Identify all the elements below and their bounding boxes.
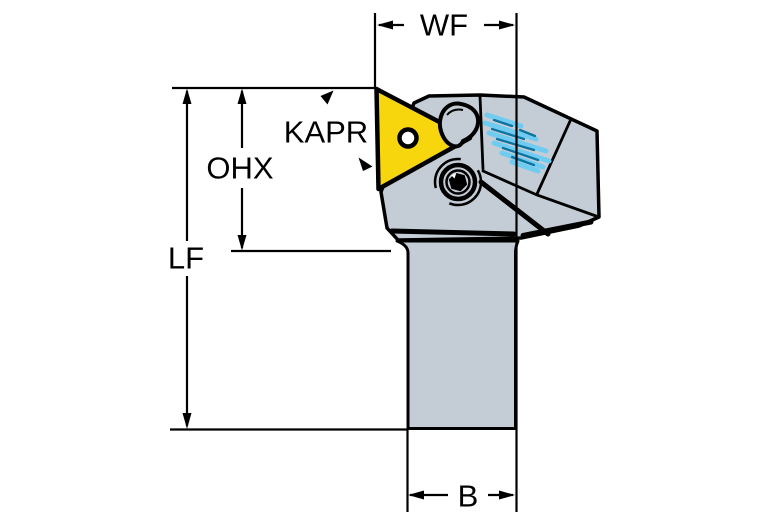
b-arrow-right	[499, 490, 515, 500]
dimension-lf: LF	[168, 88, 204, 429]
ohx-arrow-down	[237, 235, 247, 251]
reference-lines	[170, 13, 518, 512]
kapr-pointer-lower	[358, 157, 373, 171]
insert-clamp	[437, 101, 481, 149]
dimension-b: B	[408, 479, 515, 514]
ohx-label: OHX	[206, 151, 274, 186]
right-facet-line	[535, 117, 573, 196]
kapr-pointer-upper	[320, 90, 334, 105]
screw-socket-rim	[445, 169, 471, 195]
dimension-wf: WF	[377, 8, 515, 43]
screw-counterbore	[433, 157, 483, 207]
clamp-shape	[437, 101, 481, 149]
wf-label: WF	[420, 8, 468, 43]
ohx-arrow-up	[237, 88, 247, 104]
clamp-edge-line	[478, 94, 485, 171]
shelf-line	[481, 169, 598, 218]
shank-shape	[395, 239, 520, 430]
cutting-insert	[374, 86, 473, 192]
chamfer-line	[478, 179, 551, 237]
dimension-ohx: OHX	[206, 88, 274, 251]
wf-arrow-left	[377, 20, 393, 30]
lf-arrow-down	[182, 413, 192, 429]
b-label: B	[458, 479, 479, 514]
hex-socket-highlight	[451, 172, 457, 179]
tool-shank	[395, 239, 520, 430]
bottom-edge-line	[389, 228, 517, 237]
b-arrow-left	[408, 490, 424, 500]
insert-hole	[397, 127, 419, 149]
wf-arrow-right	[499, 20, 515, 30]
lf-arrow-up	[182, 88, 192, 104]
lf-label: LF	[168, 241, 204, 276]
clamp-screw	[433, 157, 483, 207]
insert-triangle	[374, 86, 473, 192]
clamp-inner-line	[446, 108, 464, 116]
kapr-annotation: KAPR	[284, 90, 373, 171]
underside-edge-line	[520, 219, 594, 238]
kapr-label: KAPR	[284, 115, 368, 150]
